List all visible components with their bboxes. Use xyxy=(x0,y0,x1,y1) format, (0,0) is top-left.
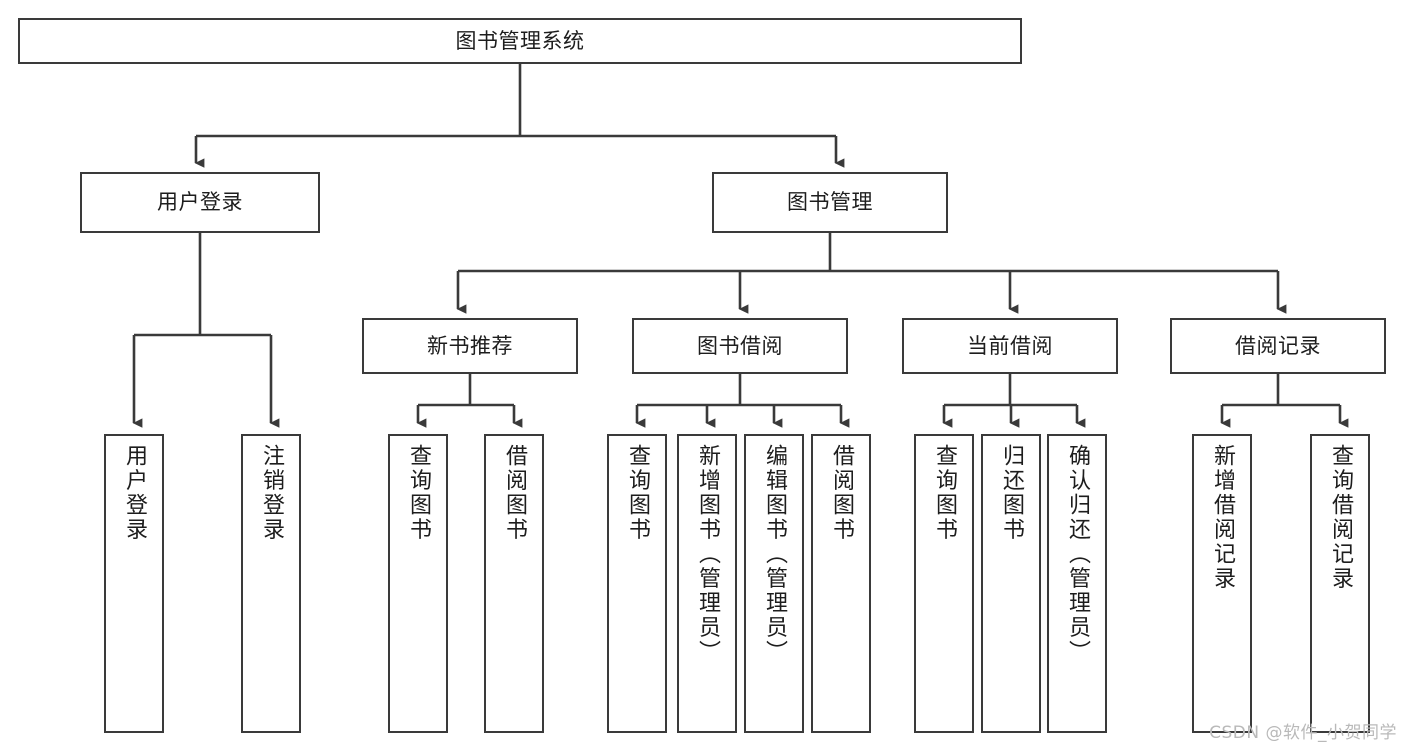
node-label: 查询借阅记录 xyxy=(1328,444,1353,591)
node-label: 查询图书 xyxy=(932,444,957,542)
leaf-newbook-query-books[interactable]: 查询图书 xyxy=(388,434,448,733)
node-label: 新增图书（管理员） xyxy=(695,444,720,665)
node-label: 注销登录 xyxy=(259,444,284,542)
node-label: 图书管理系统 xyxy=(455,28,585,53)
node-book-management[interactable]: 图书管理 xyxy=(712,172,948,233)
node-label: 查询图书 xyxy=(406,444,431,542)
node-user-login[interactable]: 用户登录 xyxy=(80,172,320,233)
leaf-borrow-edit-book-admin[interactable]: 编辑图书（管理员） xyxy=(744,434,804,733)
node-label: 图书管理 xyxy=(787,190,873,215)
leaf-user-login-signout[interactable]: 注销登录 xyxy=(241,434,301,733)
leaf-current-query-books[interactable]: 查询图书 xyxy=(914,434,974,733)
node-new-book-recommend[interactable]: 新书推荐 xyxy=(362,318,578,374)
leaf-borrow-borrow-books[interactable]: 借阅图书 xyxy=(811,434,871,733)
node-label: 确认归还（管理员） xyxy=(1065,444,1090,665)
node-label: 归还图书 xyxy=(999,444,1024,542)
node-label: 借阅图书 xyxy=(502,444,527,542)
node-label: 查询图书 xyxy=(625,444,650,542)
node-label: 借阅图书 xyxy=(829,444,854,542)
node-label: 当前借阅 xyxy=(967,333,1053,358)
leaf-borrow-query-books[interactable]: 查询图书 xyxy=(607,434,667,733)
leaf-records-add-record[interactable]: 新增借阅记录 xyxy=(1192,434,1252,733)
node-label: 图书借阅 xyxy=(697,333,783,358)
node-current-borrow[interactable]: 当前借阅 xyxy=(902,318,1118,374)
node-label: 新书推荐 xyxy=(427,333,513,358)
node-book-borrow[interactable]: 图书借阅 xyxy=(632,318,848,374)
node-root-system[interactable]: 图书管理系统 xyxy=(18,18,1022,64)
node-label: 编辑图书（管理员） xyxy=(762,444,787,665)
leaf-borrow-add-book-admin[interactable]: 新增图书（管理员） xyxy=(677,434,737,733)
leaf-current-confirm-return-admin[interactable]: 确认归还（管理员） xyxy=(1047,434,1107,733)
leaf-user-login-signin[interactable]: 用户登录 xyxy=(104,434,164,733)
node-borrow-records[interactable]: 借阅记录 xyxy=(1170,318,1386,374)
leaf-current-return-books[interactable]: 归还图书 xyxy=(981,434,1041,733)
node-label: 用户登录 xyxy=(157,190,243,215)
leaf-newbook-borrow-books[interactable]: 借阅图书 xyxy=(484,434,544,733)
node-label: 新增借阅记录 xyxy=(1210,444,1235,591)
node-label: 用户登录 xyxy=(122,444,147,542)
csdn-watermark: CSDN @软件_小贺同学 xyxy=(1209,723,1397,743)
leaf-records-query-record[interactable]: 查询借阅记录 xyxy=(1310,434,1370,733)
node-label: 借阅记录 xyxy=(1235,333,1321,358)
